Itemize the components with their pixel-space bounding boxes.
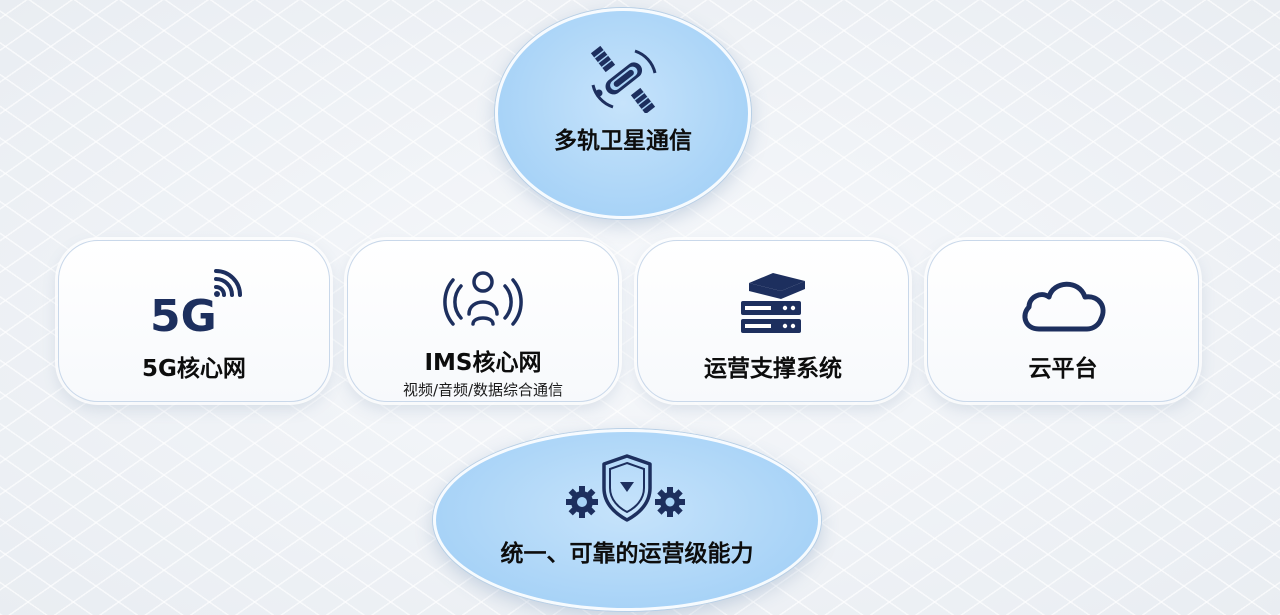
5g-signal-icon: 5G xyxy=(146,263,242,345)
card-5g-core[interactable]: 5G 5G核心网 xyxy=(58,240,330,402)
satellite-communication-bubble[interactable]: 多轨卫星通信 xyxy=(495,8,751,219)
carrier-grade-label: 统一、可靠的运营级能力 xyxy=(500,541,754,567)
card-oss-label: 运营支撑系统 xyxy=(704,356,842,382)
card-cloud-label: 云平台 xyxy=(1028,356,1098,382)
card-oss[interactable]: 运营支撑系统 xyxy=(637,240,909,402)
server-stack-icon xyxy=(735,263,811,345)
carrier-grade-bubble[interactable]: 统一、可靠的运营级能力 xyxy=(433,429,821,611)
card-ims-sub: 视频/音频/数据综合通信 xyxy=(402,381,564,399)
cloud-icon xyxy=(1015,263,1111,345)
satellite-label: 多轨卫星通信 xyxy=(554,128,692,154)
card-ims-core[interactable]: IMS核心网 视频/音频/数据综合通信 xyxy=(347,240,619,402)
card-ims-label: IMS核心网 xyxy=(424,350,542,376)
shield-gears-icon xyxy=(562,450,692,530)
person-broadcast-icon xyxy=(443,259,523,339)
satellite-icon xyxy=(585,45,661,113)
card-cloud-platform[interactable]: 云平台 xyxy=(927,240,1199,402)
card-5g-label: 5G核心网 xyxy=(142,356,246,382)
5g-icon-text: 5G xyxy=(150,291,217,339)
